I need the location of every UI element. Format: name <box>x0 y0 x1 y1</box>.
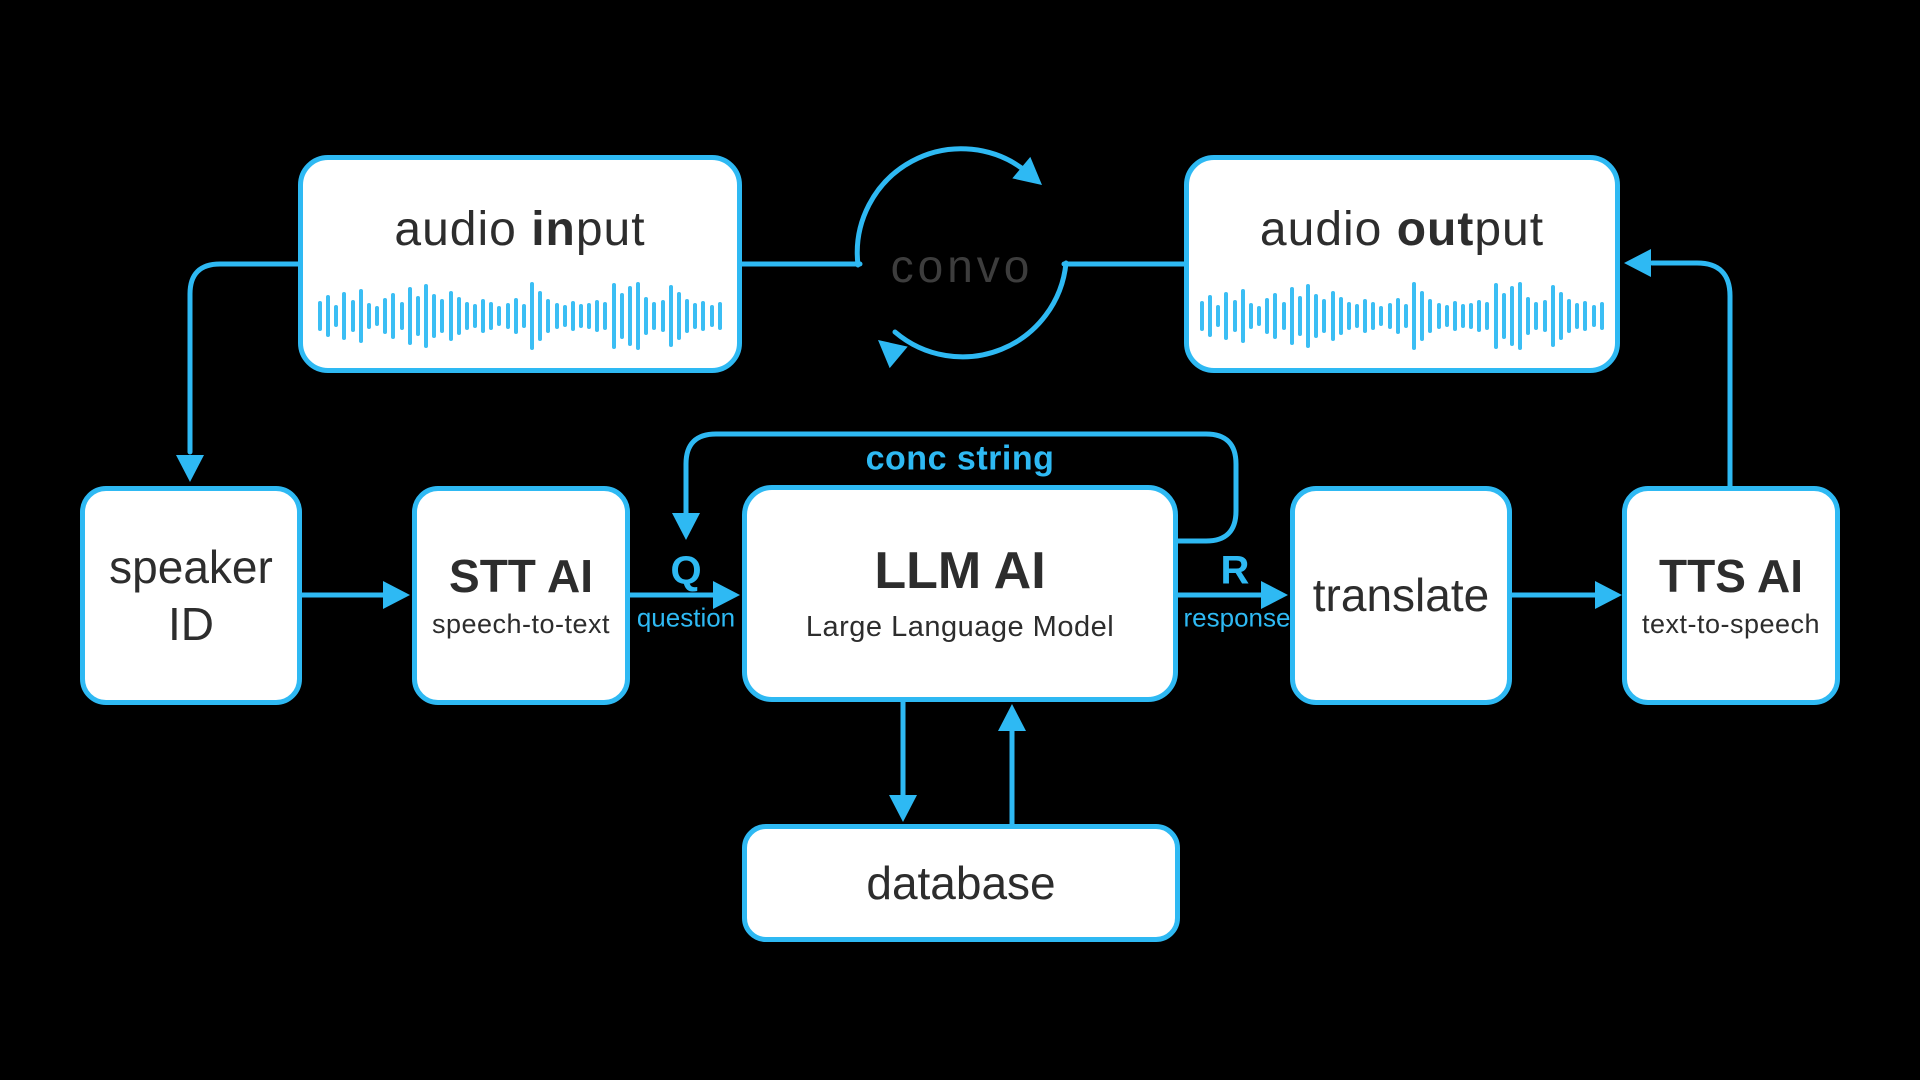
llm-title: LLM AI <box>874 542 1046 601</box>
node-audio-output: audio output <box>1184 155 1620 373</box>
edge-tts-to-output <box>1624 249 1733 489</box>
tts-subtitle: text-to-speech <box>1641 609 1821 640</box>
convo-cycle-icon <box>854 146 1069 369</box>
waveform-audio-input-icon <box>318 281 722 351</box>
node-speaker-id: speaker ID <box>80 486 302 705</box>
database-label: database <box>866 856 1056 909</box>
stt-subtitle: speech-to-text <box>431 609 611 640</box>
node-llm-ai: LLM AI Large Language Model <box>742 485 1178 702</box>
conc-string-label: conc string <box>865 439 1055 478</box>
edge-speaker-to-stt <box>299 581 410 609</box>
q-label: Q <box>670 548 702 593</box>
tts-title: TTS AI <box>1659 549 1803 602</box>
edge-input-to-speaker <box>176 261 301 482</box>
waveform-audio-output-icon <box>1200 281 1604 351</box>
node-database: database <box>742 824 1180 942</box>
edge-database-to-llm <box>998 704 1026 827</box>
translate-label: translate <box>1312 569 1490 622</box>
edge-llm-to-translate <box>1175 581 1288 609</box>
node-tts-ai: TTS AI text-to-speech <box>1622 486 1840 705</box>
r-label: R <box>1220 548 1250 593</box>
speaker-id-label: speaker ID <box>109 541 273 650</box>
edge-translate-to-tts <box>1509 581 1622 609</box>
edge-stt-to-llm <box>627 581 740 609</box>
audio-input-label: audio input <box>394 203 646 256</box>
edge-conc-string-loop <box>672 431 1239 544</box>
stt-title: STT AI <box>449 549 593 602</box>
question-label: question <box>636 602 736 633</box>
response-label: response <box>1183 602 1291 633</box>
node-stt-ai: STT AI speech-to-text <box>412 486 630 705</box>
audio-output-label: audio output <box>1259 203 1545 256</box>
llm-subtitle: Large Language Model <box>805 610 1115 643</box>
edge-llm-to-database <box>889 699 917 822</box>
node-translate: translate <box>1290 486 1512 705</box>
node-audio-input: audio input <box>298 155 742 373</box>
convo-label: convo <box>890 240 1034 292</box>
